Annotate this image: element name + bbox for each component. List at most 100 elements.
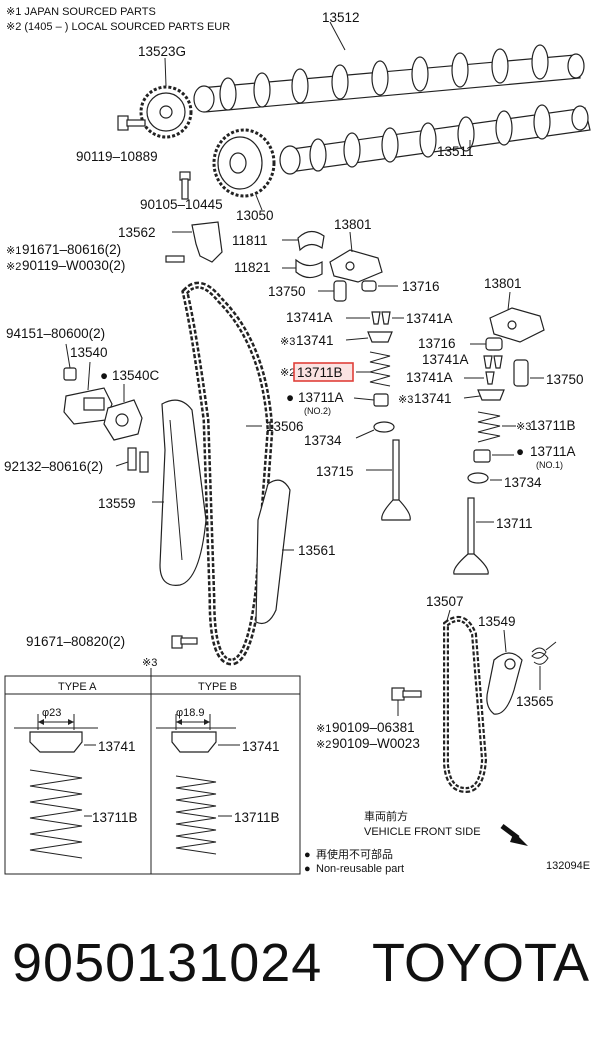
legend-nonreuse-jp: 再使用不可部品 [316,847,393,861]
inset-spring-13711B-a[interactable] [29,769,83,859]
plug-94151-80600[interactable] [63,367,77,381]
inset-spring-types [4,675,301,875]
inset-label-13741-b: 13741 [242,739,280,754]
label-11821: 11821 [234,260,271,275]
bolt-90109-06381[interactable] [391,687,422,701]
valve-spring-13711B-b[interactable] [477,411,501,443]
oil-pump-chain-13507[interactable] [443,615,488,794]
inset-dia-b: φ18.9 [176,707,205,719]
tensioner-spring-13565[interactable] [531,641,557,665]
bolt-91671-80820[interactable] [171,635,198,649]
label-13734-b: 13734 [504,475,542,490]
note-japan-sourced: ※1 JAPAN SOURCED PARTS [6,6,156,18]
label-13549: 13549 [478,614,516,629]
spring-retainer-13741-a[interactable] [367,331,393,343]
bolt-91671-80616[interactable] [165,255,185,263]
valve-seal-13711A-a[interactable] [373,393,389,407]
label-13711B-b: 13711B [530,418,576,433]
mark-3-a: ※3 [280,336,295,348]
legend-nonreuse-en: Non-reusable part [316,863,404,875]
inset-type-b: TYPE B [198,681,237,693]
label-13741A-a: 13741A [286,310,333,325]
label-13716-a: 13716 [402,279,440,294]
inset-retainer-13741-b[interactable] [171,731,217,753]
label-13741-b: 13741 [414,391,452,406]
mark-3-b: ※3 [398,394,413,406]
lash-adjuster-13750-b[interactable] [513,359,529,387]
label-13561: 13561 [298,543,336,558]
camshaft-13512[interactable] [193,44,585,113]
stud-92132-80616[interactable] [127,447,149,473]
keeper-13741A-d[interactable] [485,371,495,385]
label-90109-W0023: 90109–W0023 [332,736,420,751]
label-13741A-d: 13741A [406,370,453,385]
spring-seat-13734-a[interactable] [373,421,395,433]
timing-chain-13506[interactable] [181,281,274,666]
label-13715: 13715 [316,464,354,479]
mark-1-a: ※1 [6,245,21,257]
bearing-cap-11811[interactable] [297,230,325,252]
bullet-13540C: ● [100,368,108,383]
label-13711B-highlight[interactable]: 13711B [297,365,343,380]
label-no2: (NO.2) [304,406,331,416]
label-90119-10889: 90119–10889 [76,149,158,164]
inset-spring-13711B-b[interactable] [175,775,217,855]
bracket-13562[interactable] [191,221,223,263]
bolt-90119-10889[interactable] [117,115,146,131]
label-13506: 13506 [266,419,304,434]
label-13562: 13562 [118,225,156,240]
label-13540C: 13540C [112,368,160,383]
rocker-arm-13801-a[interactable] [329,249,383,283]
inset-label-13711B-a: 13711B [92,810,138,825]
legend-bullet-1: ● [304,849,311,861]
spring-seat-13734-b[interactable] [467,472,489,484]
brand-name: TOYOTA [372,933,590,993]
label-13512: 13512 [322,10,360,25]
label-90105-10445: 90105–10445 [140,197,223,212]
bearing-cap-11821[interactable] [295,258,323,279]
chain-tensioner-arm-13549[interactable] [486,652,523,715]
part-number: 9050131024 [12,933,323,993]
intake-valve-13711[interactable] [453,497,489,575]
note-local-sourced: ※2 (1405 – ) LOCAL SOURCED PARTS EUR [6,21,230,33]
keeper-13741A-a[interactable] [371,311,391,325]
spring-retainer-13741-b[interactable] [477,389,505,401]
mark-2-a: ※2 [6,261,21,273]
chain-slipper-13561[interactable] [255,479,291,625]
diagram-code: 132094E [546,860,590,872]
valve-spring-13711B-a[interactable] [369,351,391,387]
inset-type-a: TYPE A [58,681,97,693]
gasket-13540C[interactable] [103,399,143,441]
label-13711: 13711 [496,516,533,531]
bullet-13711A-a: ● [286,390,294,405]
keeper-13741A-c[interactable] [483,355,503,369]
mark-2-c: ※2 [316,739,331,751]
vvt-gear-13050[interactable] [212,128,276,198]
label-13511: 13511 [437,144,474,159]
rocker-arm-13801-b[interactable] [489,307,545,343]
parts-diagram: ※1 JAPAN SOURCED PARTS ※2 (1405 – ) LOCA… [4,6,591,875]
bullet-13711A-b: ● [516,444,524,459]
exhaust-valve-13715[interactable] [381,439,411,521]
shim-13716-a[interactable] [361,280,377,292]
label-13711A-b: 13711A [530,444,576,459]
shim-13716-b[interactable] [485,337,503,351]
label-13559: 13559 [98,496,136,511]
label-13750-b: 13750 [546,372,584,387]
label-92132-80616: 92132–80616(2) [4,459,103,474]
camshaft-13511[interactable] [279,104,591,175]
label-13741A-b: 13741A [406,311,453,326]
label-13050: 13050 [236,208,274,223]
label-13565: 13565 [516,694,554,709]
label-94151-80600: 94151–80600(2) [6,326,105,341]
label-13801-b: 13801 [484,276,522,291]
label-13523G: 13523G [138,44,186,59]
bolt-90105-10445[interactable] [179,171,191,200]
valve-seal-13711A-b[interactable] [473,449,491,463]
chain-guide-13559[interactable] [159,399,207,586]
inset-retainer-13741-a[interactable] [29,731,83,753]
lash-adjuster-13750-a[interactable] [333,280,347,302]
legend-front-jp: 車両前方 [364,809,408,823]
cam-sprocket-13523G[interactable] [139,85,193,139]
highlight-13711B [293,362,354,382]
